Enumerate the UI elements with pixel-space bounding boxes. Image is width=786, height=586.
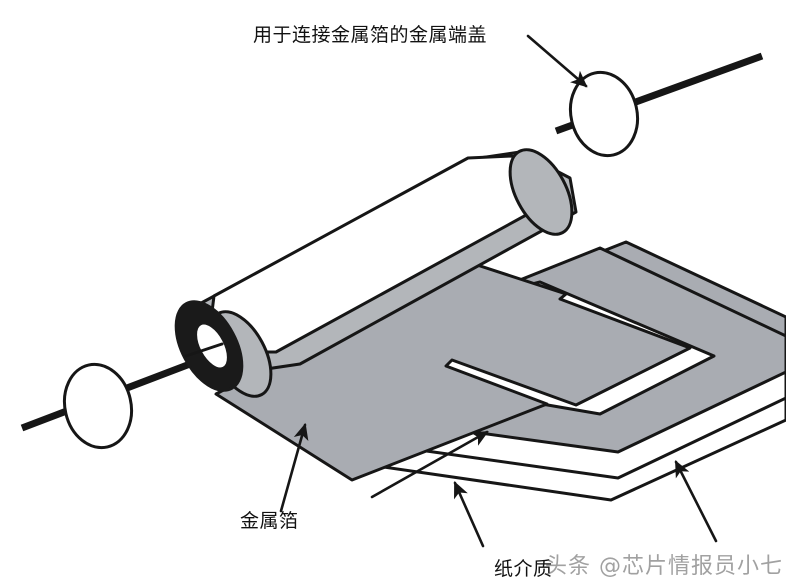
- arrow-to-end-cap: [526, 34, 588, 88]
- rolled-foil-edge-ring: [174, 300, 244, 392]
- metal-end-cap-left: [62, 362, 134, 450]
- arrow-to-metal-foil-outer: [279, 422, 309, 513]
- metal-foil-sheet-outer: [214, 260, 692, 482]
- arrow-to-paper-lower: [674, 460, 718, 543]
- metal-end-cap-right: [568, 70, 640, 158]
- arrow-to-paper-upper: [453, 481, 485, 548]
- rolled-cylinder-right-face: [508, 148, 574, 236]
- arrow-to-metal-foil-inner: [370, 430, 489, 499]
- label-paper-dielectric: 纸介质: [494, 558, 553, 580]
- label-metal-end-cap: 用于连接金属箔的金属端盖: [253, 24, 487, 46]
- label-metal-foil: 金属箔: [240, 510, 299, 532]
- watermark-label: 头条 @芯片情报员小七: [545, 554, 783, 579]
